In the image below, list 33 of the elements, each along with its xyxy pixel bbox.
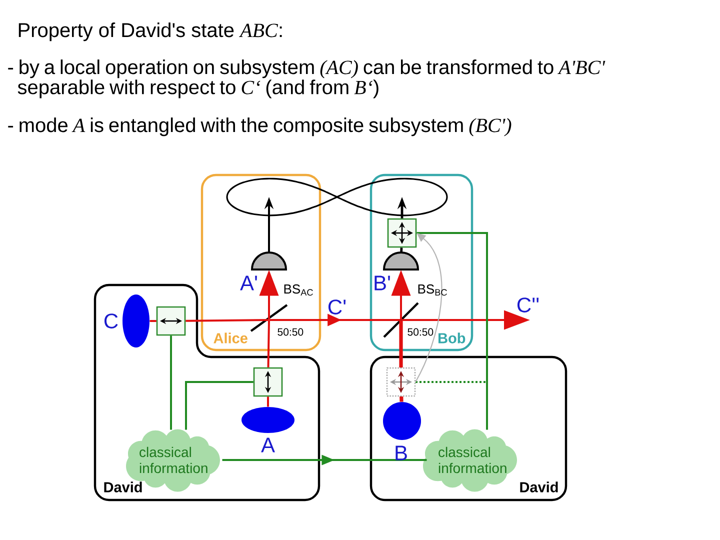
mode-circle — [383, 402, 421, 440]
edge-label: C'' — [517, 298, 539, 312]
beam-line — [186, 319, 269, 322]
beam-line — [150, 320, 156, 322]
beam-line — [399, 320, 403, 368]
signal-line — [170, 336, 172, 430]
signal-line — [185, 381, 254, 430]
detector — [383, 252, 419, 270]
edge-label: A' — [240, 276, 257, 290]
component-label: BS$_{BC}$ — [418, 284, 447, 296]
mode-label: C — [104, 314, 118, 328]
ratio-label: 50:50 — [408, 328, 434, 336]
title: Property of David's state ABC: — [18, 22, 282, 42]
mode-ellipse — [122, 294, 150, 348]
beam-line — [267, 396, 269, 407]
beam-line — [400, 396, 404, 402]
mode-ellipse — [242, 407, 294, 433]
mode-label: B — [396, 446, 407, 460]
bullet-text: - mode A is entangled with the composite subsystem (BC') — [8, 118, 512, 136]
detector — [251, 252, 287, 270]
beam-line — [267, 320, 270, 368]
signal-line — [416, 232, 488, 430]
cloud: classical information — [423, 429, 517, 492]
dotted-line — [416, 381, 486, 383]
curved-arrow — [415, 233, 442, 382]
bullet-text: - by a local operation on subsystem (AC) can be transformed to A'BC' separable with respect to C‘ (and from B‘) — [8, 60, 606, 98]
figure-eight-loop — [226, 178, 448, 216]
edge-label: C' — [328, 300, 346, 314]
component-label: BS$_{AC}$ — [284, 284, 313, 296]
connector-line — [400, 248, 403, 252]
edge-label: B' — [374, 276, 390, 290]
mode-label: A — [261, 438, 275, 452]
ratio-label: 50:50 — [278, 328, 304, 336]
